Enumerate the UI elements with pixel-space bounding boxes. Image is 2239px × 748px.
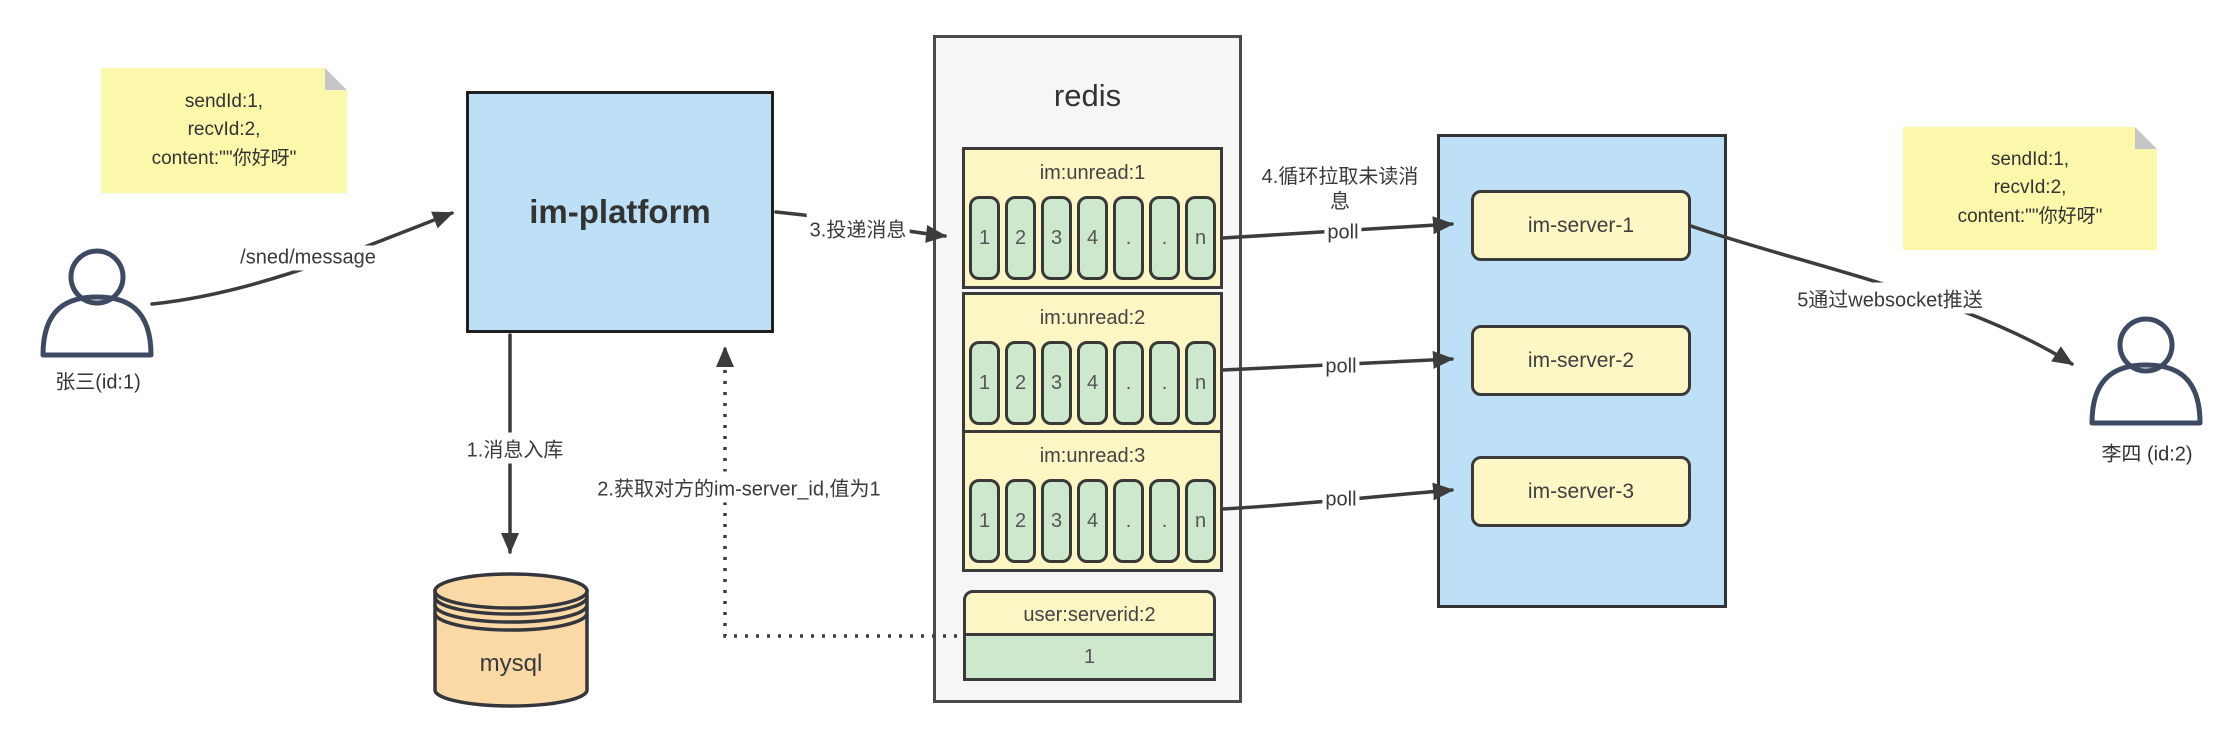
queue-cell: 4: [1077, 479, 1108, 563]
person-body: [2089, 362, 2203, 426]
kv-key: user:serverid:2: [963, 590, 1216, 636]
note-line: content:""你好呀": [151, 147, 297, 169]
receiver-person-icon: [2089, 316, 2203, 426]
note-line: content:""你好呀": [1957, 205, 2103, 227]
im-server-3-box: im-server-3: [1471, 456, 1691, 527]
im-platform-box: im-platform: [466, 91, 774, 333]
redis-title: redis: [1053, 78, 1122, 113]
sender-person-icon: [40, 248, 154, 358]
queue-cell: n: [1185, 196, 1216, 280]
queue-header: im:unread:2: [1039, 307, 1146, 329]
queue-im-unread-3: im:unread:3 1 2 3 4 . . n: [962, 430, 1223, 572]
im-server-1-box: im-server-1: [1471, 190, 1691, 261]
queue-cell: .: [1113, 341, 1144, 425]
person-head: [68, 248, 126, 306]
queue-im-unread-2: im:unread:2 1 2 3 4 . . n: [962, 292, 1223, 434]
note-line: recvId:2,: [1993, 177, 2067, 199]
mysql-cylinder-icon: [433, 572, 589, 708]
receiver-label: 李四 (id:2): [2101, 443, 2193, 466]
queue-cell: 3: [1041, 196, 1072, 280]
queue-cell: n: [1185, 341, 1216, 425]
queue-im-unread-1: im:unread:1 1 2 3 4 . . n: [962, 147, 1223, 289]
im-server-2-box: im-server-2: [1471, 325, 1691, 396]
queue-cell: 1: [969, 196, 1000, 280]
edge-label-pull: 4.循环拉取未读消息: [1261, 166, 1419, 213]
queue-cell: .: [1113, 479, 1144, 563]
queue-cell: 2: [1005, 341, 1036, 425]
note-line: sendId:1,: [184, 90, 264, 112]
queue-cell: 3: [1041, 341, 1072, 425]
edge-label-lookup: 2.获取对方的im-server_id,值为1: [594, 471, 884, 503]
im-server-1-label: im-server-1: [1527, 213, 1635, 237]
edge-label-send: /sned/message: [237, 245, 379, 271]
queue-cell: .: [1149, 479, 1180, 563]
note-line: sendId:1,: [1990, 148, 2070, 170]
queue-cells: 1 2 3 4 . . n: [965, 196, 1220, 286]
edge-label-poll-1: poll: [1324, 220, 1362, 246]
edge-label-poll-3: poll: [1322, 487, 1360, 513]
edge-label-deliver: 3.投递消息: [806, 212, 910, 244]
queue-cells: 1 2 3 4 . . n: [965, 479, 1220, 569]
person-head: [2117, 316, 2175, 374]
queue-cell: 1: [969, 341, 1000, 425]
person-body: [40, 294, 154, 358]
queue-header: im:unread:3: [1039, 445, 1146, 467]
note-line: recvId:2,: [187, 119, 261, 141]
kv-value: 1: [963, 636, 1216, 681]
queue-cell: 3: [1041, 479, 1072, 563]
queue-cell: 1: [969, 479, 1000, 563]
queue-cell: n: [1185, 479, 1216, 563]
edge-label-push: 5通过websocket推送: [1794, 282, 1986, 314]
queue-cell: .: [1113, 196, 1144, 280]
queue-cell: 2: [1005, 479, 1036, 563]
queue-cell: .: [1149, 341, 1180, 425]
queue-cell: 4: [1077, 196, 1108, 280]
sender-label: 张三(id:1): [55, 371, 141, 394]
sticky-note-right: sendId:1, recvId:2, content:""你好呀": [1903, 127, 2157, 250]
queue-cell: .: [1149, 196, 1180, 280]
queue-cell: 4: [1077, 341, 1108, 425]
im-server-3-label: im-server-3: [1527, 479, 1635, 503]
queue-header: im:unread:1: [1039, 162, 1146, 184]
edge-label-poll-2: poll: [1322, 354, 1360, 380]
user-serverid-box: user:serverid:2 1: [963, 590, 1216, 681]
redis-container: redis im:unread:1 1 2 3 4 . . n im:unrea…: [933, 35, 1242, 703]
queue-cell: 2: [1005, 196, 1036, 280]
im-server-cluster: im-server-1 im-server-2 im-server-3: [1437, 134, 1727, 608]
im-server-2-label: im-server-2: [1527, 348, 1635, 372]
mysql-label: mysql: [479, 650, 543, 677]
queue-cells: 1 2 3 4 . . n: [965, 341, 1220, 431]
edge-label-store: 1.消息入库: [463, 432, 567, 464]
sticky-note-left: sendId:1, recvId:2, content:""你好呀": [101, 68, 347, 193]
im-platform-label: im-platform: [529, 193, 711, 230]
